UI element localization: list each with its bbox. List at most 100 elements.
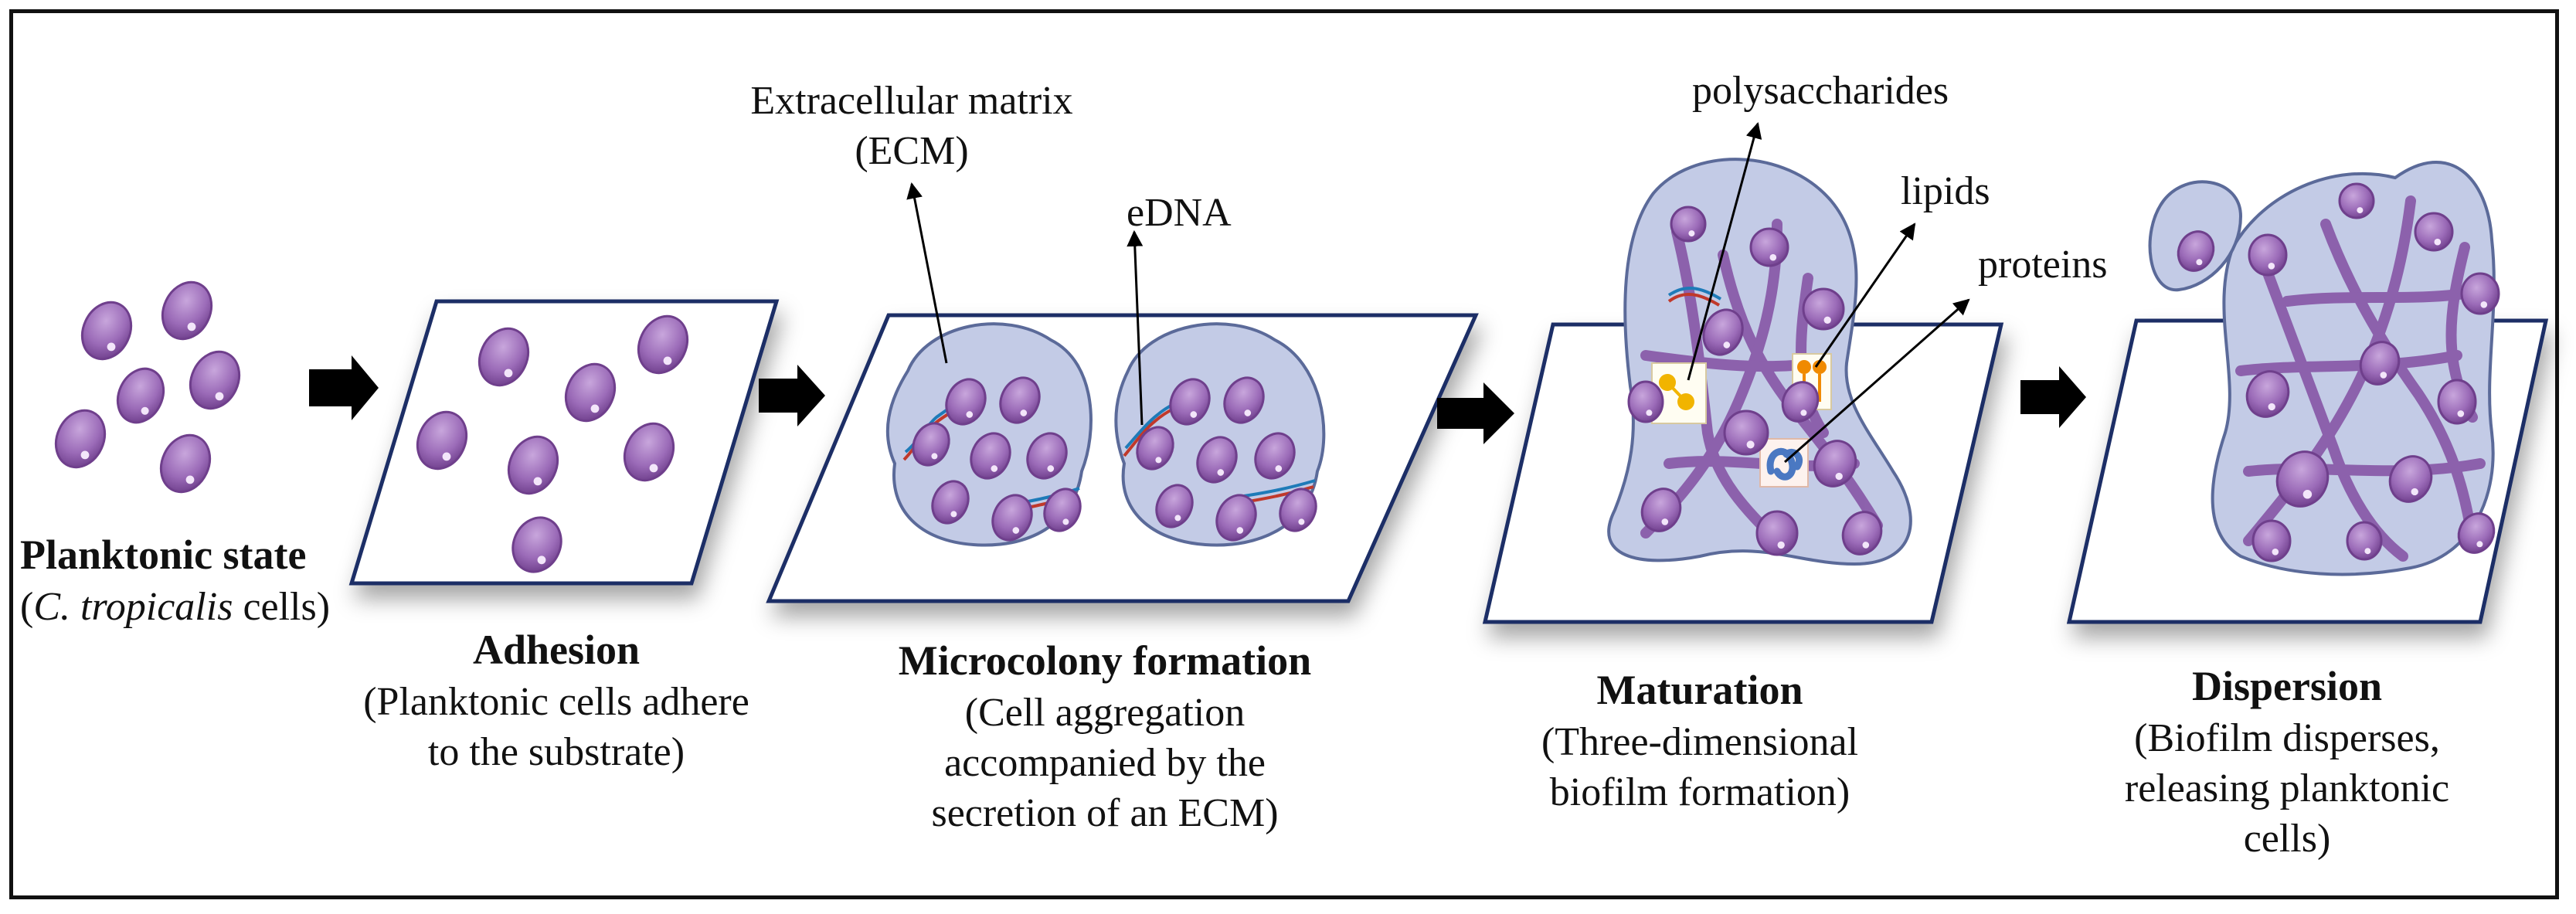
cell-scar xyxy=(185,475,195,484)
edna-label: eDNA xyxy=(1127,191,1232,235)
cell-scar xyxy=(2196,259,2203,266)
arrow-2 xyxy=(759,365,825,426)
planktonic-desc-post: cells) xyxy=(233,584,331,629)
polysaccharides-pointer xyxy=(1687,121,1762,381)
cell-scar xyxy=(1190,411,1198,418)
dispersion-desc-line1: (Biofilm disperses, xyxy=(2134,715,2440,760)
cell-scar xyxy=(2302,490,2313,499)
cell-scar xyxy=(1020,409,1028,416)
yeast-cell xyxy=(161,280,213,341)
proteins-pointer xyxy=(1784,298,1970,464)
yeast-cell xyxy=(2177,230,2215,272)
yeast-cell xyxy=(1026,432,1068,480)
cell-scar xyxy=(2411,488,2418,496)
cell-scar xyxy=(1688,230,1695,237)
cell-scar xyxy=(1062,518,1069,525)
cell-scar xyxy=(1217,469,1225,476)
yeast-cell xyxy=(2248,233,2288,277)
yeast-cell xyxy=(931,480,970,525)
yeast-cell xyxy=(1670,206,1707,243)
dispersion-desc-line2: releasing planktonic xyxy=(2124,766,2450,810)
yeast-cell xyxy=(2275,450,2330,508)
yeast-cell xyxy=(1169,378,1211,426)
polysaccharides-label: polysaccharides xyxy=(1692,69,1949,113)
yeast-cell xyxy=(1254,432,1296,480)
yeast-cell xyxy=(159,433,212,494)
ecm-label-line2: (ECM) xyxy=(855,129,969,173)
cell-scar xyxy=(504,369,513,378)
cell-scar xyxy=(141,406,149,415)
yeast-cell xyxy=(1043,488,1082,532)
yeast-cell xyxy=(2414,212,2454,252)
planktonic-desc: (C. tropicalis cells) xyxy=(20,582,360,632)
yeast-cell xyxy=(991,494,1033,542)
cell-scar xyxy=(107,342,116,352)
yeast-cell xyxy=(54,409,107,469)
process-arrows xyxy=(309,355,2086,444)
yeast-cell xyxy=(970,432,1011,480)
yeast-cell xyxy=(2245,370,2290,418)
cell-scar xyxy=(1155,457,1162,464)
cell-scar xyxy=(1777,541,1785,549)
adhesion-title: Adhesion xyxy=(472,627,641,673)
yeast-cell xyxy=(564,362,617,423)
cell-scar xyxy=(2434,238,2442,246)
yeast-cell xyxy=(1196,436,1238,484)
yeast-cells xyxy=(54,182,2500,573)
yeast-cell xyxy=(511,516,562,573)
cell-scar xyxy=(1244,409,1252,416)
yeast-cell xyxy=(945,378,987,426)
yeast-cell xyxy=(637,314,689,375)
adhesion-desc-line1: (Planktonic cells adhere xyxy=(363,679,749,724)
dispersion-title: Dispersion xyxy=(2191,663,2383,709)
cell-scar xyxy=(1661,518,1669,525)
cell-scar xyxy=(2268,262,2275,270)
planktonic-desc-species: C. tropicalis xyxy=(33,584,233,629)
cell-scar xyxy=(1298,518,1305,525)
cell-scar xyxy=(966,411,974,418)
cell-scar xyxy=(1800,409,1807,416)
yeast-cell xyxy=(1841,511,1883,556)
maturation-desc-line1: (Three-dimensional xyxy=(1541,719,1859,764)
yeast-cell xyxy=(1136,426,1174,471)
stage-adhesion: Adhesion (Planktonic cells adhere to the… xyxy=(309,624,804,777)
stage-planktonic: Planktonic state (C. tropicalis cells) xyxy=(20,529,360,632)
yeast-cell xyxy=(1781,381,1820,423)
cell-scar xyxy=(1012,527,1020,534)
arrow-1 xyxy=(309,355,379,420)
microcolony-desc-line1: (Cell aggregation xyxy=(964,690,1246,735)
microcolony-desc-line2: accompanied by the xyxy=(944,740,1266,785)
yeast-cell xyxy=(623,422,675,482)
stage-microcolony: Microcolony formation (Cell aggregation … xyxy=(819,635,1391,838)
yeast-cell xyxy=(116,367,165,424)
lipids-pointer xyxy=(1814,223,1916,368)
substrate-adhesion xyxy=(348,299,780,586)
proteins-label: proteins xyxy=(1978,243,2108,287)
yeast-cell xyxy=(1813,440,1857,488)
dispersion-desc-line3: cells) xyxy=(2243,816,2331,861)
cell-scar xyxy=(1862,542,1870,549)
cell-scar xyxy=(2380,372,2387,379)
stage-dispersion: Dispersion (Biofilm disperses, releasing… xyxy=(2048,661,2527,864)
yeast-cell xyxy=(80,301,133,361)
cell-scar xyxy=(533,477,542,486)
cell-scar xyxy=(663,356,672,365)
edna-pointer xyxy=(1127,229,1144,426)
figure-border xyxy=(9,9,2559,899)
cell-scar xyxy=(215,392,224,401)
cell-scar xyxy=(991,465,998,472)
lipids-label: lipids xyxy=(1901,169,1990,213)
yeast-cell xyxy=(2460,272,2500,315)
yeast-cell xyxy=(2437,379,2477,425)
yeast-cell xyxy=(507,435,559,495)
protein-icon xyxy=(1759,438,1809,488)
cell-scar xyxy=(931,453,938,460)
cell-scar xyxy=(1769,253,1777,261)
yeast-cell xyxy=(999,376,1041,424)
yeast-cell xyxy=(1702,308,1744,356)
arrow-4 xyxy=(2020,366,2086,428)
yeast-cell xyxy=(2251,519,2292,562)
cell-scar xyxy=(2480,301,2488,308)
yeast-cell xyxy=(1155,484,1194,528)
